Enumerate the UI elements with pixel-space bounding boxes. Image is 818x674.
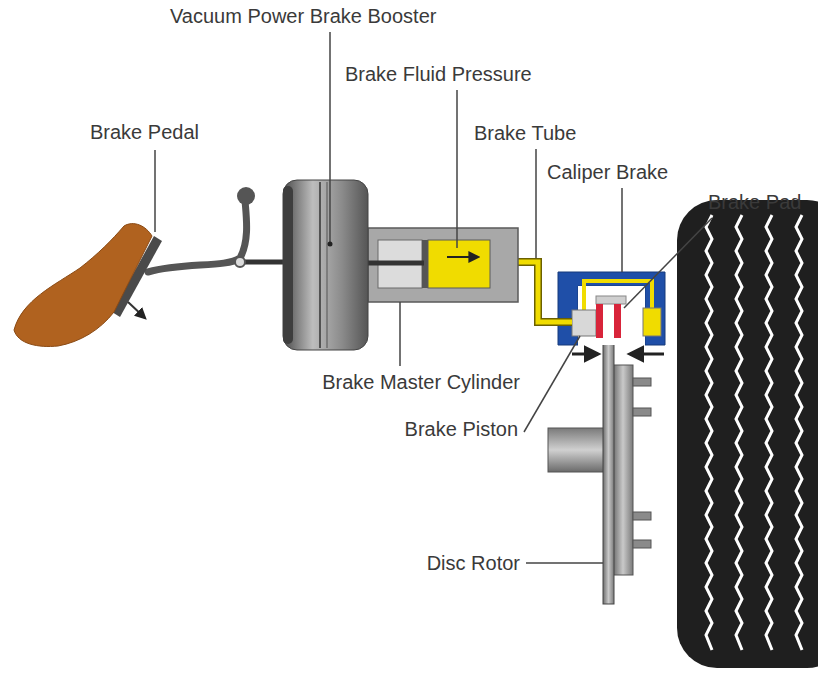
part-label: Brake Piston [403,417,520,441]
leader-line [621,188,623,272]
pedal-pivot [237,187,255,205]
pad-bracket [596,296,626,304]
booster-drum [283,180,368,350]
pedal-joint [235,257,245,267]
tire [677,200,818,668]
leader-line [456,90,458,248]
leader-line [624,218,712,308]
tire-tread [796,215,802,650]
leader-line [526,562,603,564]
wheel-stud [633,512,651,520]
brake-pad [614,304,621,338]
leader-lines [155,32,712,563]
part-label: Brake Pad [706,190,803,214]
part-label: Brake Fluid Pressure [343,62,534,86]
part-label: Caliper Brake [545,160,670,184]
brake-piston [572,310,596,336]
brake-pad [596,304,603,338]
tire-body [677,200,818,668]
tire-tread [706,215,712,650]
axle-shaft [548,428,608,472]
part-label: Brake Tube [472,121,578,145]
booster-face [283,186,293,344]
pressure-arrow [447,256,478,258]
wheel-stud [633,408,651,416]
leader-dot [328,242,333,247]
leader-line [154,150,156,232]
part-label: Vacuum Power Brake Booster [168,4,438,28]
part-label: Brake Master Cylinder [320,370,522,394]
clamp-arrow [572,353,598,356]
tire-tread [736,215,742,650]
part-label: Brake Pedal [88,120,201,144]
press-arrow [128,302,145,318]
wheel-stud [633,540,651,548]
leader-line [329,32,331,242]
part-label: Disc Rotor [425,551,522,575]
clamp-arrow [630,353,664,356]
vacuum-booster [283,180,368,350]
brake-fluid [428,240,490,288]
booster-seam [319,182,321,348]
tire-tread [766,215,772,650]
leader-line [535,149,537,258]
push-rod [360,261,424,266]
booster-seam [327,182,328,348]
leader-line [524,336,580,432]
caliper [558,272,665,354]
leader-line [399,302,401,366]
driver-shoe [14,224,152,347]
hub-flange [613,365,633,575]
pedal-arm [148,200,247,272]
wheel-stud [633,378,651,386]
brake-piston [643,308,661,336]
